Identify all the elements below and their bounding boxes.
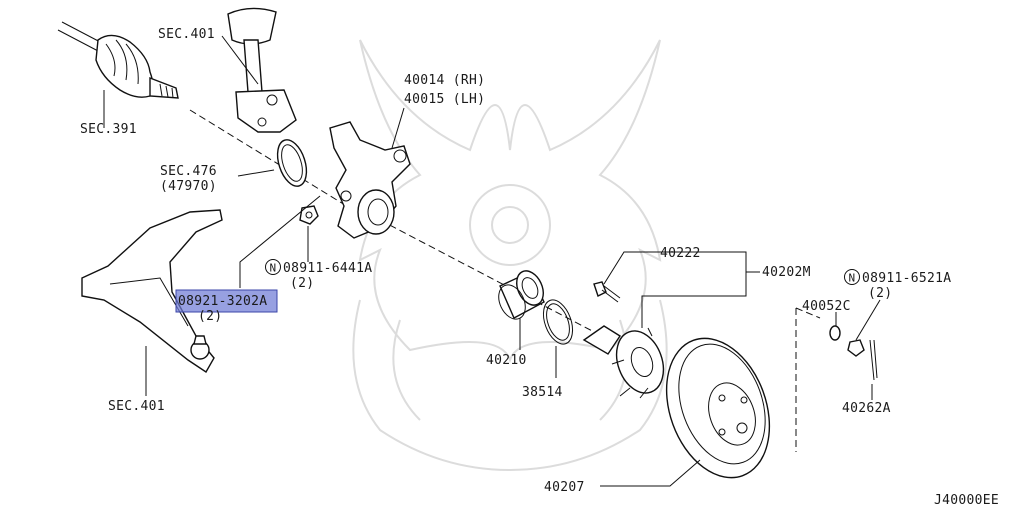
label-08921-3202a-qty: (2) bbox=[198, 309, 222, 324]
label-sec-401-arm[interactable]: SEC.401 bbox=[108, 399, 165, 414]
label-40202m[interactable]: 40202M bbox=[762, 265, 811, 280]
strut-assembly bbox=[227, 7, 297, 133]
snap-ring bbox=[542, 299, 574, 345]
label-sec-391[interactable]: SEC.391 bbox=[80, 122, 137, 137]
knuckle-nut bbox=[299, 205, 319, 225]
label-40015[interactable]: 40015 (LH) bbox=[404, 92, 485, 107]
label-08911-6521a[interactable]: 08911-6521A bbox=[862, 271, 951, 286]
label-08921-3202a[interactable]: 08921-3202A bbox=[178, 294, 267, 309]
n-symbol-text: N bbox=[849, 272, 856, 285]
washer bbox=[829, 325, 841, 341]
diagram-code: J40000EE bbox=[934, 493, 999, 508]
label-08911-6441a[interactable]: 08911-6441A bbox=[283, 261, 372, 276]
axis-line-upper bbox=[189, 109, 346, 206]
samurai-helmet-watermark bbox=[352, 39, 668, 472]
label-sec-401-strut[interactable]: SEC.401 bbox=[158, 27, 215, 42]
hub-nut bbox=[847, 339, 865, 357]
wheel-hub bbox=[582, 325, 665, 399]
n-symbol-icon: N bbox=[844, 269, 860, 285]
lower-control-arm bbox=[81, 209, 223, 373]
label-08911-6521a-qty: (2) bbox=[868, 286, 892, 301]
hub-bolt bbox=[593, 281, 621, 303]
axis-line-bracket bbox=[795, 307, 821, 452]
n-symbol-text: N bbox=[270, 262, 277, 275]
label-40262a[interactable]: 40262A bbox=[842, 401, 891, 416]
label-40052c[interactable]: 40052C bbox=[802, 299, 851, 314]
steering-knuckle bbox=[329, 121, 411, 239]
axis-line-main bbox=[379, 219, 601, 336]
label-40222[interactable]: 40222 bbox=[660, 246, 701, 261]
label-40014[interactable]: 40014 (RH) bbox=[404, 73, 485, 88]
wheel-bearing bbox=[498, 270, 545, 320]
abs-sensor-rotor bbox=[276, 139, 308, 187]
label-47970[interactable]: (47970) bbox=[160, 179, 217, 194]
label-sec-476[interactable]: SEC.476 bbox=[160, 164, 217, 179]
highlight-box bbox=[175, 289, 278, 313]
label-38514[interactable]: 38514 bbox=[522, 385, 563, 400]
label-40210[interactable]: 40210 bbox=[486, 353, 527, 368]
label-40207[interactable]: 40207 bbox=[544, 480, 585, 495]
drive-shaft bbox=[57, 21, 179, 99]
leader-lines bbox=[103, 35, 881, 487]
brake-rotor bbox=[665, 337, 771, 479]
label-08911-6441a-qty: (2) bbox=[290, 276, 314, 291]
n-symbol-icon: N bbox=[265, 259, 281, 275]
cotter-pin bbox=[869, 339, 878, 381]
